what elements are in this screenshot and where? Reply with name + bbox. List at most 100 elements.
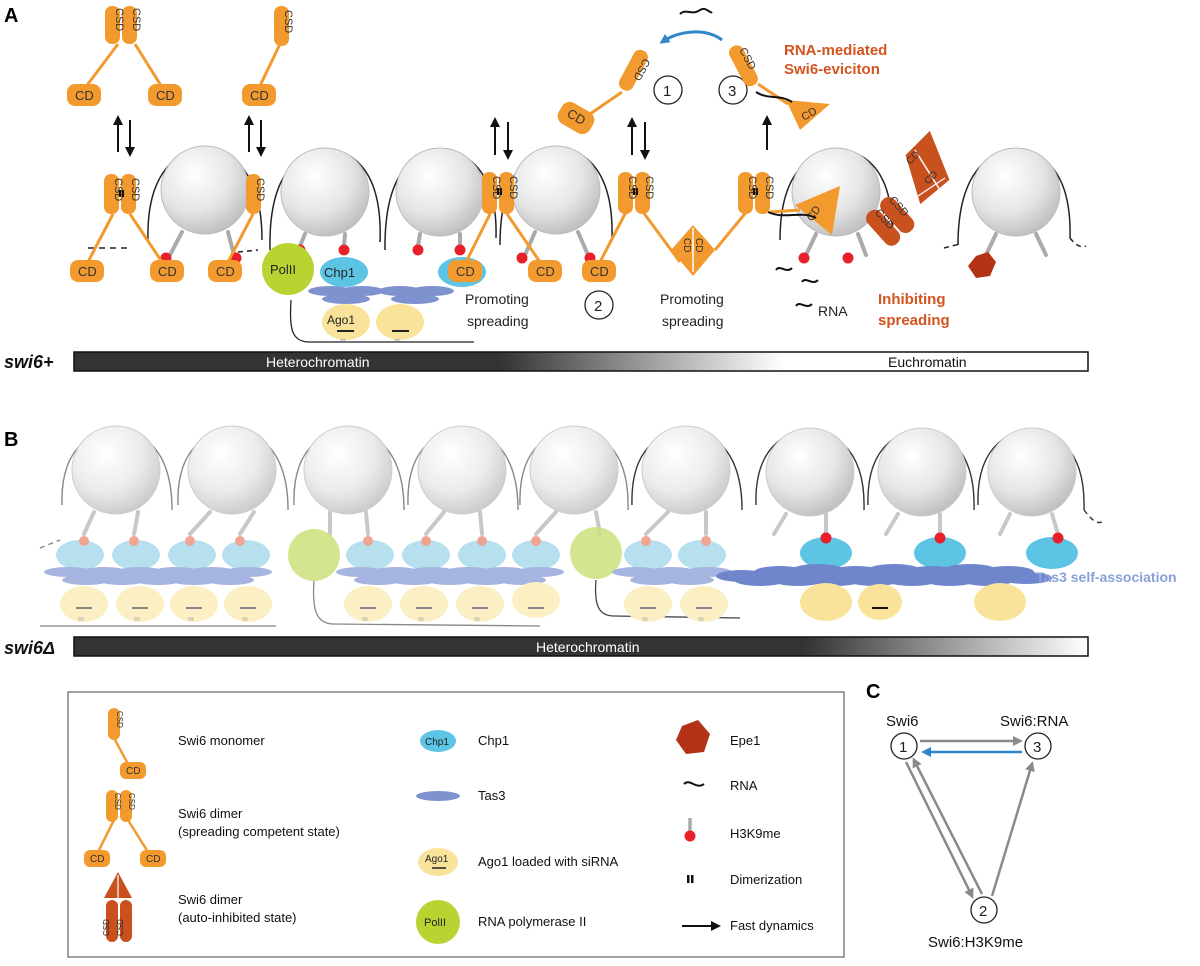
rna-squiggles-a [775, 267, 819, 307]
tas3-b [44, 564, 1052, 586]
transition-arrows [904, 736, 1035, 899]
csd-label: CSD [127, 793, 136, 810]
svg-text:ııı: ııı [242, 616, 248, 623]
panel-c: Swi6 Swi6:RNA 1 3 2 Swi6:H3K9me [886, 713, 1068, 951]
polii-label: PolII [270, 262, 296, 277]
node3-number: 3 [1033, 739, 1041, 756]
cd-label: CD [156, 88, 175, 103]
legend-dimer-icon: CSD CSD CD CD [84, 790, 166, 867]
nucleosome [529, 425, 619, 515]
legend-dimerization: Dimerization [730, 872, 802, 887]
swi6-monomer-bound: CSD CD [208, 174, 266, 282]
legend-epe1-icon [676, 720, 710, 754]
csd-label: CSD [490, 176, 502, 199]
chp1-label: Chp1 [324, 265, 355, 280]
svg-text:ııı: ııı [340, 338, 346, 345]
nucleosome [71, 425, 161, 515]
ago1-icon-label: Ago1 [425, 854, 449, 865]
csd-label: CSD [746, 176, 758, 199]
nucleosome [987, 427, 1077, 517]
polii [262, 243, 314, 295]
csd-label: CSD [129, 178, 141, 201]
h3k9me-marks-a [160, 244, 854, 264]
cd-label: CD [75, 88, 94, 103]
h3k9me-mark [516, 252, 528, 264]
rna-eviction-title-1: RNA-mediated [784, 42, 887, 59]
rna-eviction-section: CSD CD 1 3 CSD CD RNA-mediated Swi6-evic… [557, 7, 887, 135]
cd-label: CD [681, 238, 692, 252]
legend-swi6-dimer-auto-line2: (auto-inhibited state) [178, 910, 297, 925]
state-circle-2 [584, 290, 614, 320]
csd-label: CSD [763, 176, 775, 199]
cd-label: CD [216, 264, 235, 279]
state-3-label: 3 [728, 83, 736, 100]
node3-label: Swi6:RNA [1000, 713, 1068, 730]
legend-tas3-icon [416, 791, 460, 801]
swi6-dimer-bound-2: CSD CSD CD CD [448, 172, 562, 282]
euchromatin-label-a: Euchromatin [888, 354, 967, 370]
state-1-label: 1 [663, 83, 671, 100]
nucleosome [160, 145, 250, 235]
equilibrium-arrows-a [113, 115, 772, 160]
csd-label: CSD [102, 919, 111, 936]
csd-label: CSD [113, 793, 122, 810]
csd-label: CSD [643, 176, 655, 199]
polii [570, 527, 622, 579]
svg-text:ııı: ııı [698, 616, 704, 623]
state-2-label: 2 [594, 298, 602, 315]
chp1-icon-label: Chp1 [425, 737, 449, 748]
cd-label: CD [590, 264, 609, 279]
svg-text:ııı: ııı [418, 616, 424, 623]
dimerization-marks-a [119, 188, 758, 197]
state-circle-3 [718, 75, 748, 105]
cd-label: CD [693, 238, 704, 252]
svg-text:ııı: ııı [362, 616, 368, 623]
legend-fast-dynamics: Fast dynamics [730, 918, 814, 933]
polii [288, 529, 340, 581]
ago1-label: Ago1 [327, 313, 355, 327]
nucleosome [641, 425, 731, 515]
legend-chp1: Chp1 [478, 733, 509, 748]
svg-text:ııı: ııı [394, 338, 400, 345]
legend-swi6-dimer-auto-line1: Swi6 dimer [178, 892, 243, 907]
polii-complex-a: PolII [262, 243, 474, 343]
histone-tails-a [168, 230, 1048, 257]
rits-complexes-a: Chp1 Ago1 ııı ııı [308, 257, 486, 345]
legend-chp1-icon [420, 730, 456, 752]
legend-monomer-icon: CSD CD [108, 708, 146, 779]
svg-text:ııı: ııı [188, 616, 194, 623]
nucleosome [280, 147, 370, 237]
csd-label: CSD [130, 8, 142, 31]
node2-number: 2 [979, 903, 987, 920]
inhibiting-spreading-line1: Inhibiting [878, 291, 945, 308]
node1-label: Swi6 [886, 713, 919, 730]
node2-label: Swi6:H3K9me [928, 934, 1023, 951]
legend-swi6-dimer-line2: (spreading competent state) [178, 824, 340, 839]
node3-circle [1024, 732, 1052, 760]
cd-label: CD [78, 264, 97, 279]
promoting-spreading-2-line1: Promoting [660, 291, 724, 307]
legend-ago1-loaded: Ago1 loaded with siRNA [478, 854, 619, 869]
chromatin-bar-b [73, 636, 1089, 657]
csd-label: CSD [626, 176, 638, 199]
genotype-label-b: swi6Δ [4, 638, 55, 658]
state-circle-1 [653, 75, 683, 105]
cd-label: CD [536, 264, 555, 279]
legend-epe1: Epe1 [730, 733, 760, 748]
cd-label: CD [146, 854, 160, 865]
legend-polii-icon [416, 900, 460, 944]
csd-label: CSD [254, 178, 266, 201]
csd-label: CSD [507, 176, 519, 199]
polii-complexes-b [40, 527, 741, 627]
heterochromatin-label-b: Heterochromatin [536, 639, 640, 655]
cd-label: CD [126, 766, 140, 777]
histone-tails-b [82, 510, 1060, 536]
nucleosome [765, 427, 855, 517]
svg-text:ııı: ııı [78, 616, 84, 623]
h3k9me-mark [842, 252, 854, 264]
rna-eviction-title-2: Swi6-eviciton [784, 61, 880, 78]
